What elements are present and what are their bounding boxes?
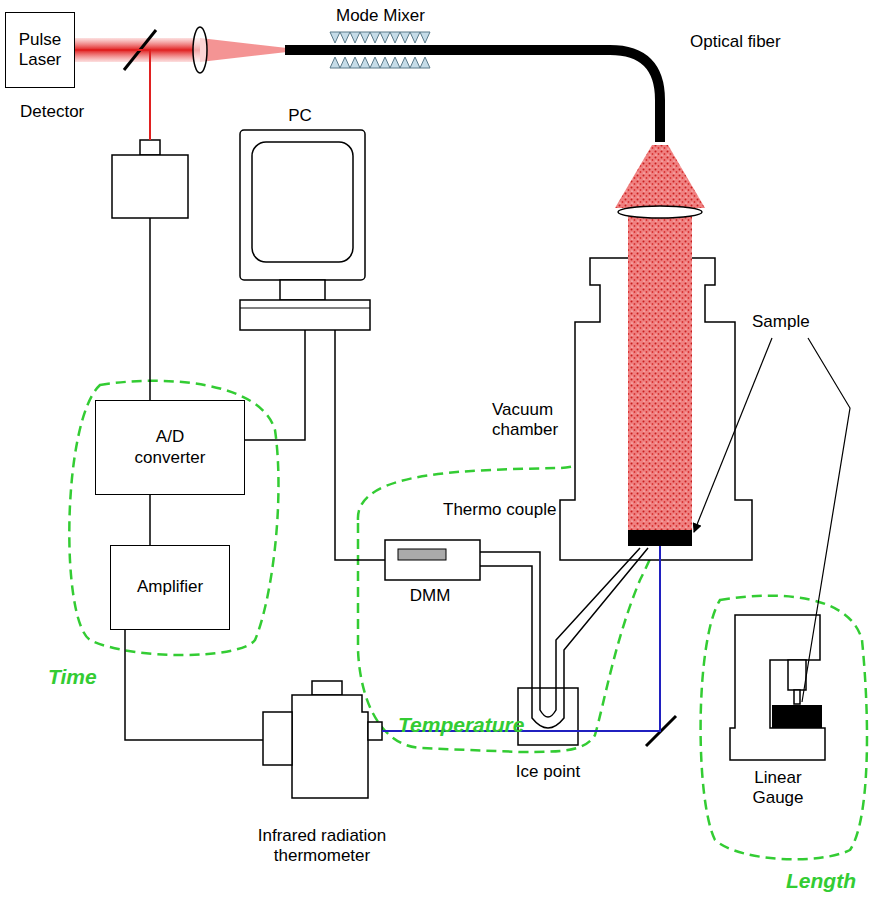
part-label: Mode Mixer xyxy=(336,6,425,26)
node-text: Infrared radiation thermometer xyxy=(232,826,412,867)
linear-gauge-frame xyxy=(730,615,825,760)
pc-monitor xyxy=(240,130,365,280)
laser-box: Pulse Laser xyxy=(5,12,75,88)
sample xyxy=(628,530,692,546)
optical-fiber xyxy=(285,50,660,142)
node-text: Ice point xyxy=(498,762,598,782)
group-label: Length xyxy=(786,868,856,893)
sample-leader xyxy=(694,338,772,532)
amplifier-box: Amplifier xyxy=(110,545,230,630)
part-label: Sample xyxy=(752,312,810,332)
mode-mixer-top xyxy=(330,32,430,43)
connector-line xyxy=(125,630,263,740)
part-label: Optical fiber xyxy=(690,32,781,52)
connector-line xyxy=(149,218,151,400)
ir-lens xyxy=(368,722,382,740)
ir-knob xyxy=(312,681,342,695)
pc-base xyxy=(240,300,370,330)
pc-stand xyxy=(280,280,325,300)
pc-base-line xyxy=(240,308,370,309)
ir-body xyxy=(292,695,368,798)
ir-eyepiece xyxy=(263,712,292,765)
connector-line xyxy=(335,330,385,560)
node-text: PC xyxy=(280,106,320,126)
dmm: DMM xyxy=(385,540,480,580)
gauge-sample xyxy=(772,705,822,728)
time-region xyxy=(69,381,278,655)
pc-screen xyxy=(252,142,353,262)
ice-point-cup xyxy=(518,688,578,745)
group-label: Time xyxy=(48,664,97,689)
sample-leader xyxy=(802,338,850,702)
chamber-lens xyxy=(618,206,702,218)
thermocouple-wire xyxy=(480,548,648,728)
linear-gauge-probe xyxy=(788,660,806,690)
ice-point: Ice point xyxy=(518,688,578,745)
ir-path-inside xyxy=(659,546,661,560)
detector: Detector xyxy=(112,140,188,218)
node-text: Amplifier xyxy=(137,577,203,597)
speckle-beam xyxy=(628,214,692,530)
dmm-display xyxy=(398,549,446,560)
node-text: Linear Gauge xyxy=(740,768,816,809)
linear-gauge: Linear Gauge xyxy=(730,615,825,760)
node-text: Detector xyxy=(20,102,105,122)
node-text: A/D converter xyxy=(127,427,213,468)
detector-window xyxy=(140,140,160,155)
connector-line xyxy=(75,50,150,140)
linear-gauge-tip xyxy=(794,690,800,704)
length-region xyxy=(701,596,867,860)
node-text: Vacuum chamber xyxy=(492,400,568,441)
group-label: Temperature xyxy=(398,712,524,737)
diverging-beam xyxy=(615,145,705,208)
connector-line xyxy=(382,560,660,731)
mode-mixer-bottom xyxy=(330,57,430,68)
dmm-body xyxy=(385,540,480,580)
thermocouple-wire xyxy=(480,548,640,717)
vacuum-chamber: Vacuum chamber xyxy=(560,258,752,560)
node-text: DMM xyxy=(395,586,465,606)
ir-thermometer: Infrared radiation thermometer xyxy=(263,681,382,798)
coupling-lens xyxy=(193,27,207,73)
focused-beam xyxy=(200,38,287,62)
detector-body xyxy=(112,155,188,218)
connector-line xyxy=(245,330,305,440)
pc: PC xyxy=(240,130,370,330)
connector-line xyxy=(149,495,151,545)
part-label: Thermo couple xyxy=(443,500,556,520)
node-text: Pulse Laser xyxy=(11,30,69,71)
converter-box: A/D converter xyxy=(95,400,245,495)
